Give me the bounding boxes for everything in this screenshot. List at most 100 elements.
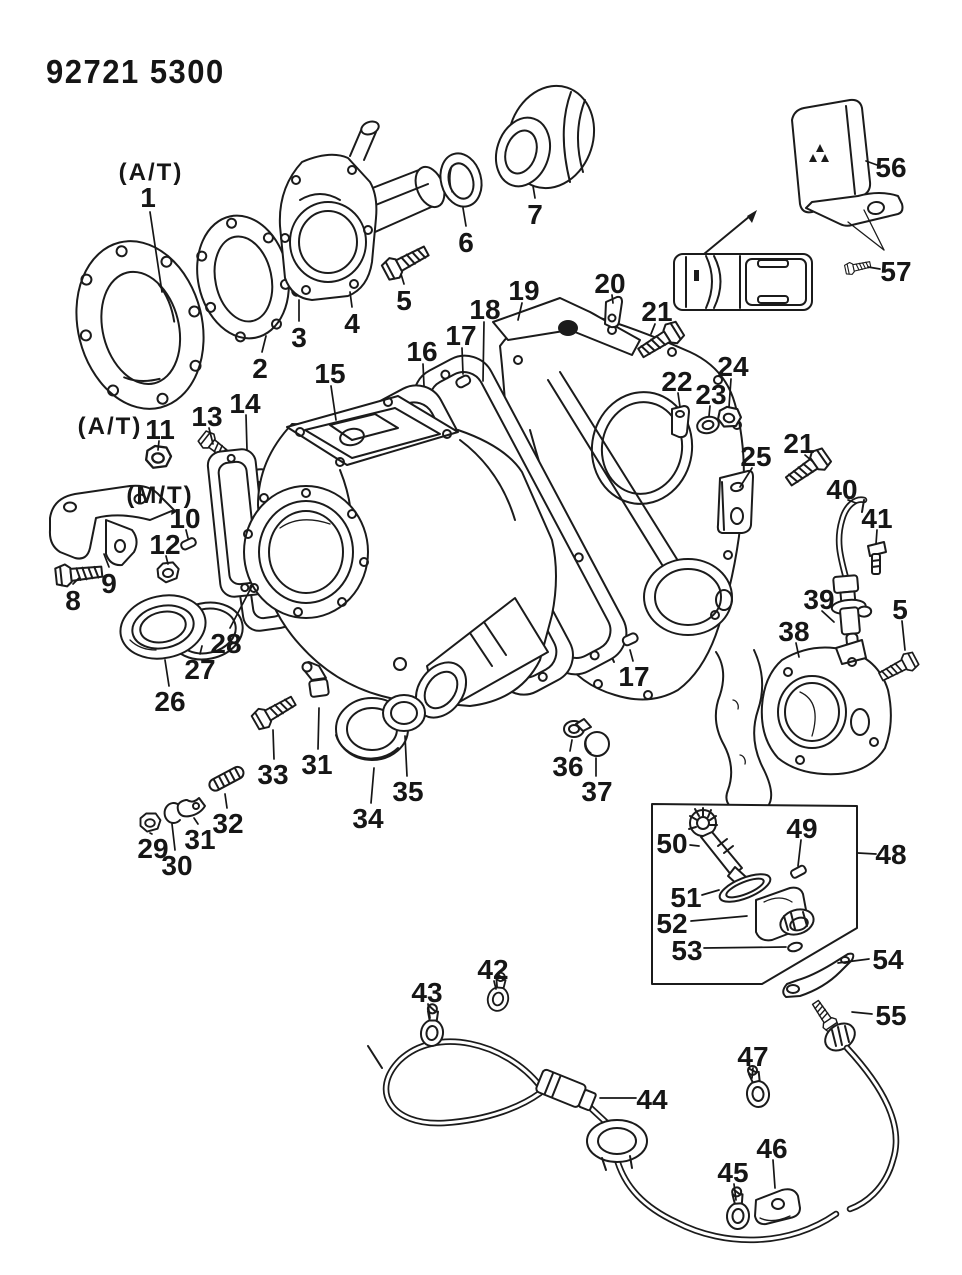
adapter-housing-4-drawing bbox=[278, 120, 446, 301]
leader-line-51-50 bbox=[701, 889, 720, 896]
clip-31-upper-drawing bbox=[301, 661, 330, 698]
leader-line-2-1 bbox=[261, 335, 267, 353]
leader-line-28-33 bbox=[229, 585, 253, 629]
leader-line-9-8 bbox=[103, 553, 110, 568]
callout-11-10: 11 bbox=[145, 414, 175, 445]
leader-line-54-53 bbox=[837, 958, 870, 964]
bolt-8 bbox=[53, 559, 104, 589]
leader-line-56-45 bbox=[865, 160, 878, 166]
clamp-46-drawing bbox=[754, 1188, 801, 1226]
speedo-cable-44-drawing bbox=[367, 1038, 900, 1244]
front-output-snout-drawing bbox=[414, 597, 549, 719]
pin-49-drawing bbox=[789, 864, 807, 879]
sensor-wire-40-drawing bbox=[835, 496, 868, 582]
bracket-9-drawing bbox=[48, 484, 175, 567]
leader-line-10-9 bbox=[185, 529, 189, 539]
callout-14-13: 14 bbox=[229, 388, 261, 419]
gasket-2-drawing bbox=[196, 214, 291, 343]
leader-line-20-19 bbox=[611, 294, 614, 304]
note-label-0: (A/T) bbox=[119, 159, 184, 186]
leader-line-39-28 bbox=[821, 610, 835, 623]
callout-54-53: 54 bbox=[872, 944, 904, 975]
cable-bolt-55-drawing bbox=[808, 997, 856, 1052]
callout-12-11: 12 bbox=[149, 529, 180, 560]
seal-26-drawing bbox=[119, 594, 207, 660]
callout-53-52: 53 bbox=[671, 935, 702, 966]
callout-3-2: 3 bbox=[291, 322, 307, 353]
callout-41-27: 41 bbox=[861, 503, 892, 534]
callout-21-25: 21 bbox=[783, 428, 814, 459]
pellet-17b-drawing bbox=[621, 632, 639, 647]
callout-22-21: 22 bbox=[661, 366, 692, 397]
leader-line-21-20 bbox=[650, 323, 656, 335]
callout-33-34: 33 bbox=[257, 759, 288, 790]
output-flange-38-drawing bbox=[760, 639, 892, 776]
callout-21-20: 21 bbox=[641, 296, 672, 327]
bolt-33 bbox=[249, 690, 300, 733]
leader-line-47-60 bbox=[751, 1067, 754, 1079]
callout-29-41: 29 bbox=[137, 833, 168, 864]
callout-9-8: 9 bbox=[101, 568, 117, 599]
page-title: 92721 5300 bbox=[46, 52, 225, 91]
pellet-17a-drawing bbox=[455, 374, 472, 389]
leader-line-24-23 bbox=[728, 378, 732, 408]
callout-39-28: 39 bbox=[803, 584, 834, 615]
callout-48-47: 48 bbox=[875, 839, 906, 870]
leader-line-13-12 bbox=[208, 427, 214, 445]
leader-line-46-59 bbox=[772, 1159, 776, 1189]
leader-line-21-25 bbox=[804, 454, 813, 462]
seal-35-drawing bbox=[382, 694, 426, 732]
lever-54-drawing bbox=[782, 952, 855, 998]
truck-top-view bbox=[673, 253, 813, 311]
leader-line-34-36 bbox=[370, 767, 375, 804]
washer-23-drawing bbox=[696, 415, 720, 435]
tab-20-drawing bbox=[604, 295, 623, 329]
callout-2-1: 2 bbox=[252, 353, 268, 384]
leader-line-16-15 bbox=[422, 363, 425, 387]
callout-47-60: 47 bbox=[737, 1041, 768, 1072]
sensor-39-drawing bbox=[830, 574, 873, 650]
clip-45 bbox=[725, 1185, 752, 1231]
callout-38-29: 38 bbox=[778, 616, 809, 647]
leader-line-27-32 bbox=[199, 645, 203, 655]
callout-57-46: 57 bbox=[880, 256, 911, 287]
callout-50-49: 50 bbox=[656, 828, 687, 859]
leader-line-29-41 bbox=[149, 832, 153, 835]
callout-28-33: 28 bbox=[210, 628, 241, 659]
callout-16-15: 16 bbox=[406, 336, 437, 367]
leader-line-53-52 bbox=[703, 946, 787, 949]
callout-27-32: 27 bbox=[184, 654, 215, 685]
leader-line-17-44 bbox=[629, 649, 634, 662]
leader-line-35-37 bbox=[404, 735, 408, 777]
callout-35-37: 35 bbox=[392, 776, 423, 807]
callout-56-45: 56 bbox=[875, 152, 906, 183]
leader-line-8-7 bbox=[72, 577, 80, 585]
leader-line-17-16 bbox=[461, 347, 464, 375]
leader-line-12-11 bbox=[165, 555, 169, 565]
nut-29 bbox=[139, 812, 162, 833]
callout-32-38: 32 bbox=[212, 808, 243, 839]
sleeve-52-drawing bbox=[755, 886, 815, 942]
control-module-56-drawing bbox=[791, 98, 904, 251]
callout-8-7: 8 bbox=[65, 585, 81, 616]
leader-line-55-54 bbox=[851, 1011, 873, 1015]
note-label-1: (A/T) bbox=[78, 413, 143, 440]
nut-12 bbox=[156, 560, 181, 584]
clip-53-drawing bbox=[787, 941, 803, 953]
callout-1-0: 1 bbox=[140, 182, 156, 213]
callout-4-3: 4 bbox=[344, 308, 360, 339]
callout-44-57: 44 bbox=[636, 1084, 668, 1115]
stud-32-drawing bbox=[208, 765, 245, 792]
leader-line-33-34 bbox=[272, 729, 275, 760]
leader-line-15-14 bbox=[330, 385, 337, 421]
leader-line-6-5 bbox=[462, 207, 467, 227]
speedo-gear-50-drawing bbox=[688, 807, 747, 887]
callout-19-18: 19 bbox=[508, 275, 539, 306]
callout-31-35: 31 bbox=[301, 749, 332, 780]
callout-23-22: 23 bbox=[695, 379, 726, 410]
callout-42-55: 42 bbox=[477, 954, 508, 985]
callout-45-58: 45 bbox=[717, 1157, 748, 1188]
callout-55-54: 55 bbox=[875, 1000, 906, 1031]
leader-line-41-27 bbox=[875, 529, 878, 545]
